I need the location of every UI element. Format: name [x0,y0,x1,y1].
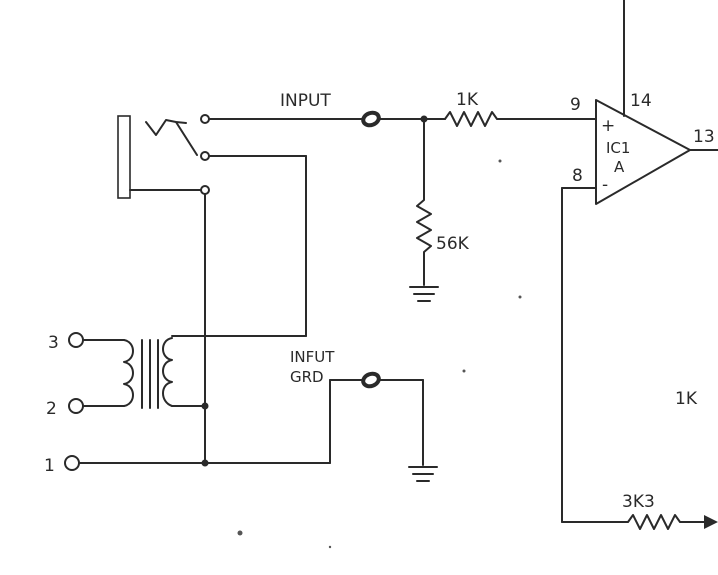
terminal-3-label: 3 [48,333,59,353]
terminal-1 [64,455,80,471]
input-grd-label-line1: INFUT [290,348,335,366]
pin-8-label: 8 [572,166,583,186]
ground-icon-bottom [408,466,438,482]
terminal-3 [68,332,84,348]
opamp-ic1a: + - IC1 A 9 14 13 8 [561,0,718,523]
input-wires [171,118,446,464]
jack-terminal-switch [200,151,210,161]
resistor-3k3 [561,514,705,530]
node-secondary [201,402,209,410]
jack-sleeve [117,115,131,199]
terminal-1-label: 1 [44,456,55,476]
resistor-1k-right-label: 1K [675,389,698,409]
opamp-triangle [595,99,691,205]
jack-tip-contact [145,119,187,136]
opamp-name: IC1 [606,139,630,157]
terminal-2-label: 2 [46,399,57,419]
transformer-icon [82,337,173,409]
primary-coil [123,339,134,407]
input-socket-icon [361,110,381,128]
ground-icon-top [409,286,439,302]
pin-14-label: 14 [630,91,652,111]
scan-speck [518,295,522,299]
resistor-1k-input [444,111,597,127]
input-label: INPUT [280,91,331,111]
jack-terminal-tip [200,114,210,124]
pin-13-label: 13 [693,127,715,147]
scan-speck [328,545,332,549]
opamp-minus-sign: - [602,175,608,195]
input-jack [117,114,210,199]
resistor-3k3-label: 3K3 [622,492,655,512]
arrow-icon [704,515,718,529]
opamp-plus-sign: + [601,116,615,136]
pin-9-label: 9 [570,95,581,115]
terminal-2 [68,398,84,414]
resistor-1k-label: 1K [456,90,479,110]
secondary-coil [162,337,173,407]
input-grd-socket-icon [361,371,381,389]
jack-terminal-sleeve [200,185,210,195]
jack-switch-contact [175,121,198,156]
input-grd-label-line2: GRD [290,368,324,386]
node-common [201,459,209,467]
scan-speck [498,159,502,163]
resistor-56k-label: 56K [436,234,470,254]
scan-speck [237,530,243,536]
scan-speck [462,369,466,373]
opamp-section: A [614,158,625,176]
resistor-56k [416,118,432,286]
